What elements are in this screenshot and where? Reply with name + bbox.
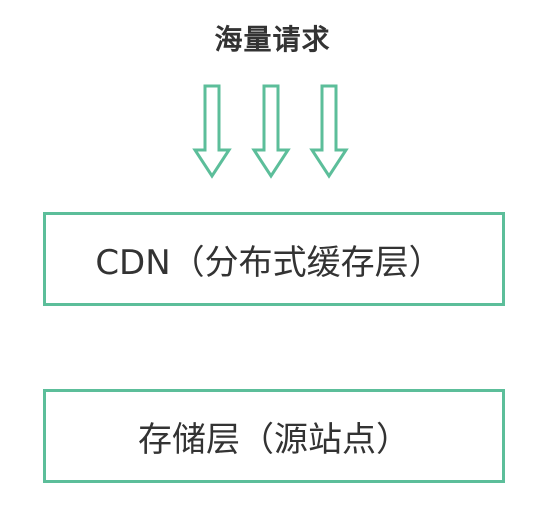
cdn-layer-box: CDN（分布式缓存层） [43, 212, 505, 306]
storage-layer-label: 存储层（源站点） [138, 419, 410, 460]
request-arrows [192, 84, 349, 179]
diagram-title: 海量请求 [214, 23, 331, 56]
storage-layer-box: 存储层（源站点） [43, 389, 505, 483]
down-arrow-icon [309, 84, 349, 179]
down-arrow-icon [251, 84, 291, 179]
cdn-layer-label: CDN（分布式缓存层） [95, 242, 443, 283]
down-arrow-icon [192, 84, 232, 179]
